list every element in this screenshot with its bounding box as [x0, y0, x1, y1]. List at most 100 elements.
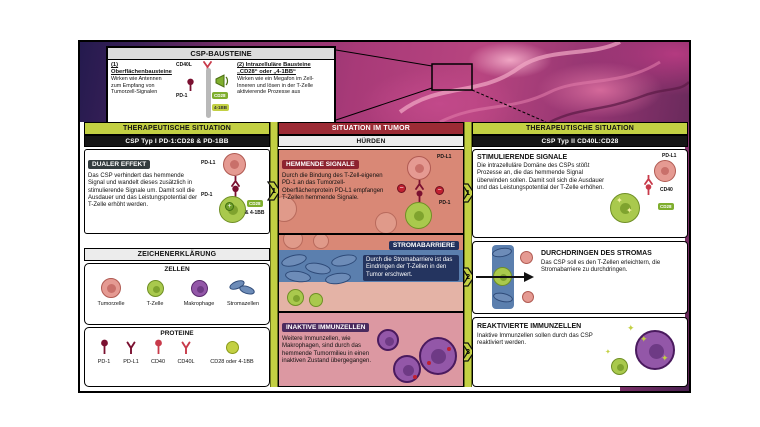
cd40-receptor-icon — [154, 339, 162, 354]
legend-label: PD-L1 — [123, 359, 139, 365]
section-inaktive-immunzellen: INAKTIVE IMMUNZELLEN Weitere Immunzellen… — [278, 312, 464, 387]
right-column-header: THERAPEUTISCHE SITUATION — [472, 122, 688, 135]
pdl1-label: PD-L1 — [662, 153, 677, 159]
legend-proteins-title: PROTEINE — [160, 330, 194, 337]
legend-item-tzelle: T-Zelle — [133, 275, 177, 307]
right-column-subheader: CSP Typ II CD40L:CD28 — [472, 135, 688, 147]
arrow-1-left: 1 — [267, 181, 281, 201]
legend-cells-title: ZELLEN — [164, 266, 190, 273]
legend-item-stromazellen: Stromazellen — [221, 275, 265, 307]
section-hemmende-signale: HEMMENDE SIGNALE Durch die Bindung des T… — [278, 149, 464, 234]
arrow-3-right: 3 — [461, 342, 475, 362]
tumor-cell-icon — [283, 235, 303, 249]
dashed-leader-line — [471, 89, 547, 123]
arrow-1-right: 1 — [461, 183, 475, 203]
csp-item1-heading: (1) Oberflächenbausteine — [111, 62, 172, 75]
macrophage-icon — [377, 329, 399, 351]
zoom-leader-line-top — [335, 49, 433, 67]
csp-item2-body: Wirken wie ein Megafon im Zell-Inneren u… — [237, 76, 314, 96]
activation-spark-icon: ✦ — [616, 196, 623, 205]
section-title: STROMABARRIERE — [388, 241, 459, 251]
cd40l-ligand-icon — [644, 175, 653, 185]
macrophage-icon: ✦ ✦ — [635, 330, 675, 370]
stimulatory-signal-icon: + — [225, 202, 234, 211]
t-cell-icon — [147, 280, 164, 297]
box-body: Inaktive Immunzellen sollen durch das CS… — [477, 333, 593, 347]
t-cell-icon — [610, 193, 640, 223]
b41bb-chip: 4-1BB — [212, 104, 230, 111]
megaphone-icon — [215, 74, 229, 88]
legend-item-cd40l: CD40L — [171, 341, 201, 365]
zoom-leader-line-bottom — [335, 87, 433, 121]
arrow-strip-left — [270, 122, 278, 387]
stroma-cell-icon — [330, 252, 358, 269]
dual-effect-title: DUALER EFFEKT — [88, 160, 151, 170]
chevron-right-icon — [267, 181, 281, 201]
middle-column-subheader: HÜRDEN — [278, 135, 464, 147]
legend-label: PD-1 — [97, 359, 111, 365]
figure-frame: CSP-BAUSTEINE (1) Oberflächenbausteine W… — [78, 40, 691, 393]
macrophage-icon — [419, 337, 457, 375]
legend-label: CD40 — [150, 359, 166, 365]
legend-proteins-box: PROTEINE PD-1 PD-L1 CD40 CD40L — [84, 327, 270, 387]
activation-spark-icon: ✦ — [640, 334, 648, 344]
tumor-cell-icon — [520, 251, 533, 264]
legend-item-tumorzelle: Tumorzelle — [89, 275, 133, 307]
pdl1-label: PD-L1 — [437, 154, 452, 160]
t-cell-icon — [405, 202, 432, 229]
csp-bausteine-box: CSP-BAUSTEINE (1) Oberflächenbausteine W… — [106, 46, 336, 124]
legend-cells-box: ZELLEN Tumorzelle T-Zelle Makrophage — [84, 263, 270, 325]
middle-column-header: SITUATION IM TUMOR — [278, 122, 464, 135]
pd1-label: PD-1 — [176, 93, 188, 99]
reaktivierte-diagram: ✦ ✦ ✦ ✦ — [605, 324, 683, 382]
pdl1-label: PD-L1 — [201, 160, 216, 166]
legend-title: ZEICHENERKLÄRUNG — [84, 248, 270, 261]
arrow-strip-right — [464, 122, 472, 387]
chevron-right-icon — [461, 342, 475, 362]
legend-item-cd28-41bb: CD28 oder 4-1BB — [201, 341, 263, 365]
box-body: Das CSP soll es den T-Zellen erleichtern… — [541, 260, 661, 274]
b41bb-label: & 4-1BB — [245, 210, 265, 216]
activation-spark-icon: ✦ — [627, 323, 635, 333]
csp-item1: (1) Oberflächenbausteine Wirken wie Ante… — [111, 62, 173, 122]
hemmende-signale-diagram: PD-L1 − − PD-1 — [393, 154, 461, 232]
pd1-receptor-icon — [416, 190, 423, 202]
section-body: Weitere Immunzellen, wie Makrophagen, si… — [282, 336, 372, 364]
stimulierende-diagram: PD-L1 CD40 ✦ ✦ CD28 — [604, 153, 684, 235]
t-cell-icon — [287, 289, 304, 306]
box-title: REAKTIVIERTE IMMUNZELLEN — [477, 323, 582, 330]
tumor-cell-icon — [223, 153, 246, 176]
legend-label: T-Zelle — [146, 301, 164, 307]
pdl1-ligand-icon — [126, 341, 136, 355]
csp-item2: (2) Intrazelluläre Bausteine „CD28“ oder… — [237, 62, 331, 122]
legend-item-pd1: PD-1 — [91, 339, 117, 365]
inhibitory-signal-icon: − — [397, 184, 406, 193]
section-title: HEMMENDE SIGNALE — [282, 160, 359, 170]
stroma-crossing-diagram — [476, 245, 536, 309]
csp-item2-heading: (2) Intrazelluläre Bausteine „CD28“ oder… — [237, 62, 311, 75]
legend-label: CD28 oder 4-1BB — [210, 359, 254, 365]
csp-title: CSP-BAUSTEINE — [108, 48, 334, 60]
csp-molecule-diagram: CD40L PD-1 CD28 4-1BB — [176, 61, 234, 122]
cd28-chip: CD28 — [212, 92, 228, 99]
section-body: Durch die Bindung des T-Zell-eigenen PD-… — [282, 173, 384, 201]
box-title: STIMULIERENDE SIGNALE — [477, 154, 568, 161]
cd40l-ligand-icon — [181, 341, 191, 355]
t-cell-icon — [611, 358, 628, 375]
microscopy-corner — [620, 384, 689, 391]
chevron-right-icon — [461, 183, 475, 203]
t-cell-icon — [309, 293, 323, 307]
tumor-cell-icon — [522, 291, 534, 303]
legend-label: Stromazellen — [226, 301, 260, 307]
tumor-cell-icon — [313, 235, 329, 249]
cd40-label: CD40 — [660, 187, 673, 193]
pd1-label: PD-1 — [201, 192, 213, 198]
cd40l-label: CD40L — [176, 62, 192, 68]
box-body: Die intrazelluläre Domäne des CSPs stößt… — [477, 163, 605, 191]
cd28-chip: CD28 — [247, 200, 263, 207]
section-body: Durch die Stromabarriere ist das Eindrin… — [363, 255, 459, 281]
pd1-label: PD-1 — [439, 200, 451, 206]
box-title: DURCHDRINGEN DES STROMAS — [541, 250, 652, 257]
csp-item1-body: Wirken wie Antennen zum Empfang von Tumo… — [111, 76, 162, 96]
